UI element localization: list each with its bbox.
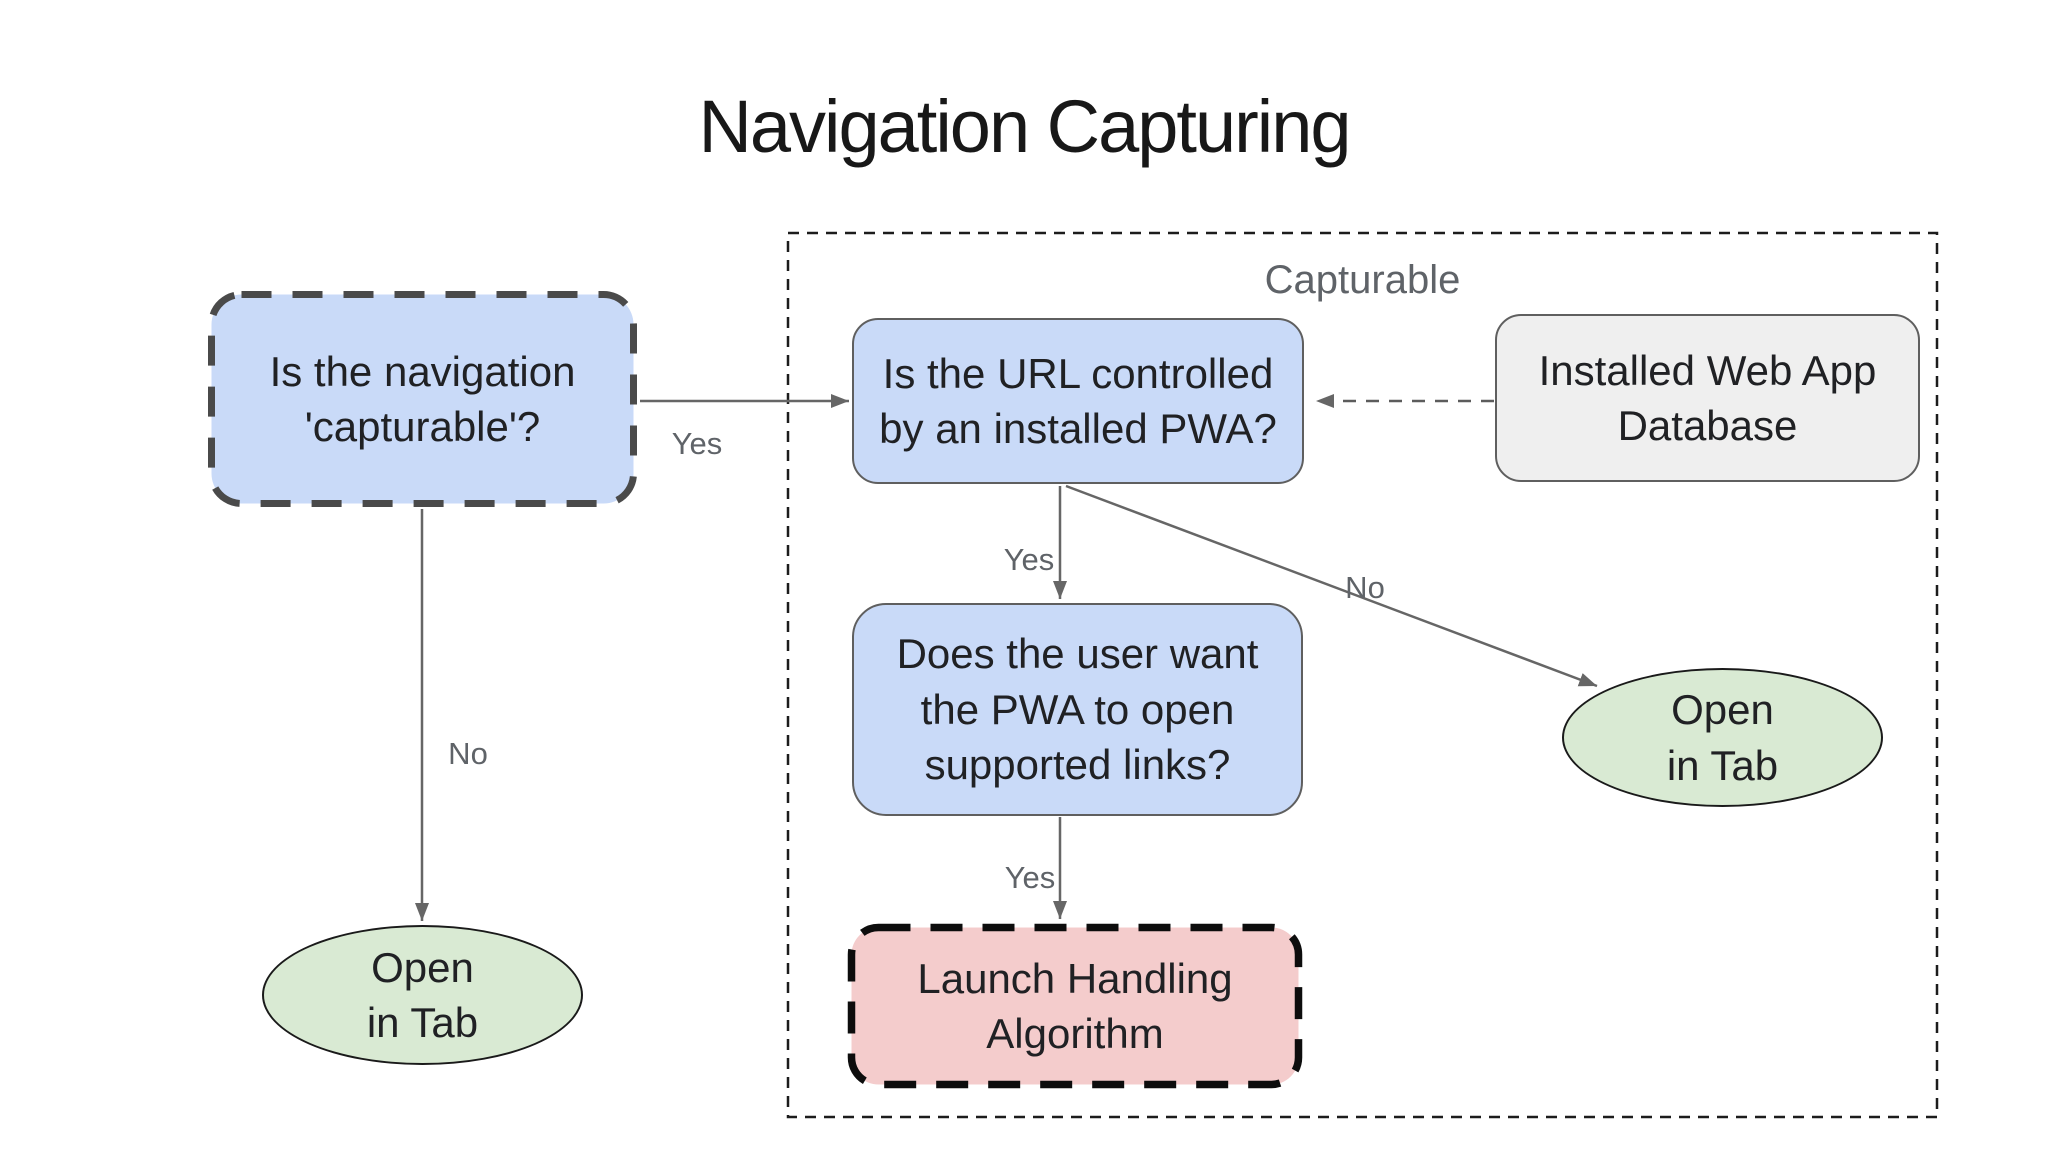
node-open-in-tab-left: Open in Tab: [262, 925, 583, 1065]
node-label: Open in Tab: [1666, 686, 1779, 789]
node-label: Is the URL controlled by an installed PW…: [879, 349, 1277, 452]
node-is-navigation-capturable-shape: [208, 291, 637, 507]
capturable-group-label: Capturable: [1264, 258, 1461, 302]
node-installed-web-app-database: Installed Web App Database: [1495, 314, 1920, 482]
node-label: Is the navigation 'capturable'?: [269, 347, 576, 450]
node-open-in-tab-right: Open in Tab: [1562, 668, 1883, 807]
edge-label-pwa-controlled-yes: Yes: [1003, 542, 1055, 577]
edge-label-capturable-no: No: [448, 736, 488, 771]
edge-label-capturable-yes: Yes: [671, 426, 723, 461]
edge-pwa-controlled-no: [1065, 484, 1598, 688]
node-label: Installed Web App Database: [1538, 346, 1877, 449]
node-label: Does the user want the PWA to open suppo…: [896, 630, 1259, 789]
edge-label-pwa-controlled-no: No: [1345, 570, 1385, 605]
node-does-user-want-open: Does the user want the PWA to open suppo…: [852, 603, 1303, 816]
node-launch-handling-shape: [847, 923, 1303, 1089]
page-title: Navigation Capturing: [698, 85, 1351, 168]
edge-label-supported-links-yes: Yes: [1004, 860, 1056, 895]
node-is-navigation-capturable: Is the navigation 'capturable'?: [208, 291, 637, 507]
node-is-url-controlled: Is the URL controlled by an installed PW…: [852, 318, 1304, 484]
node-label: Open in Tab: [366, 943, 479, 1046]
capturable-group-border: [786, 231, 1939, 1119]
node-label: Launch Handling Algorithm: [917, 954, 1233, 1057]
node-launch-handling-algorithm: Launch Handling Algorithm: [848, 924, 1302, 1088]
